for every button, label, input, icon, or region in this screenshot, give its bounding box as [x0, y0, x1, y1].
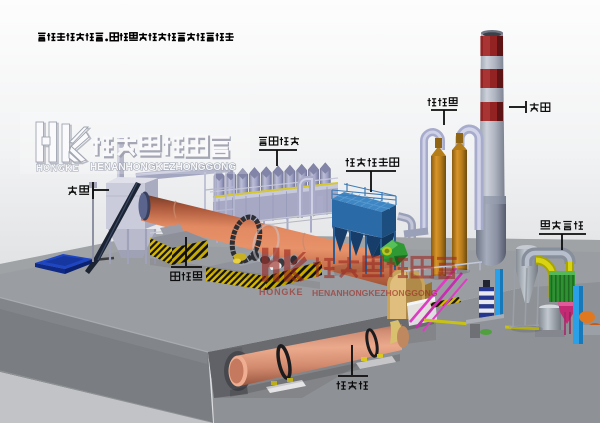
svg-text:HONGKE: HONGKE [259, 287, 303, 297]
svg-text:HONGKE: HONGKE [36, 163, 79, 173]
svg-text:HENANHONGKEZHONGGONG: HENANHONGKEZHONGGONG [90, 162, 236, 173]
svg-text:HENANHONGKEZHONGGONG: HENANHONGKEZHONGGONG [312, 288, 438, 298]
